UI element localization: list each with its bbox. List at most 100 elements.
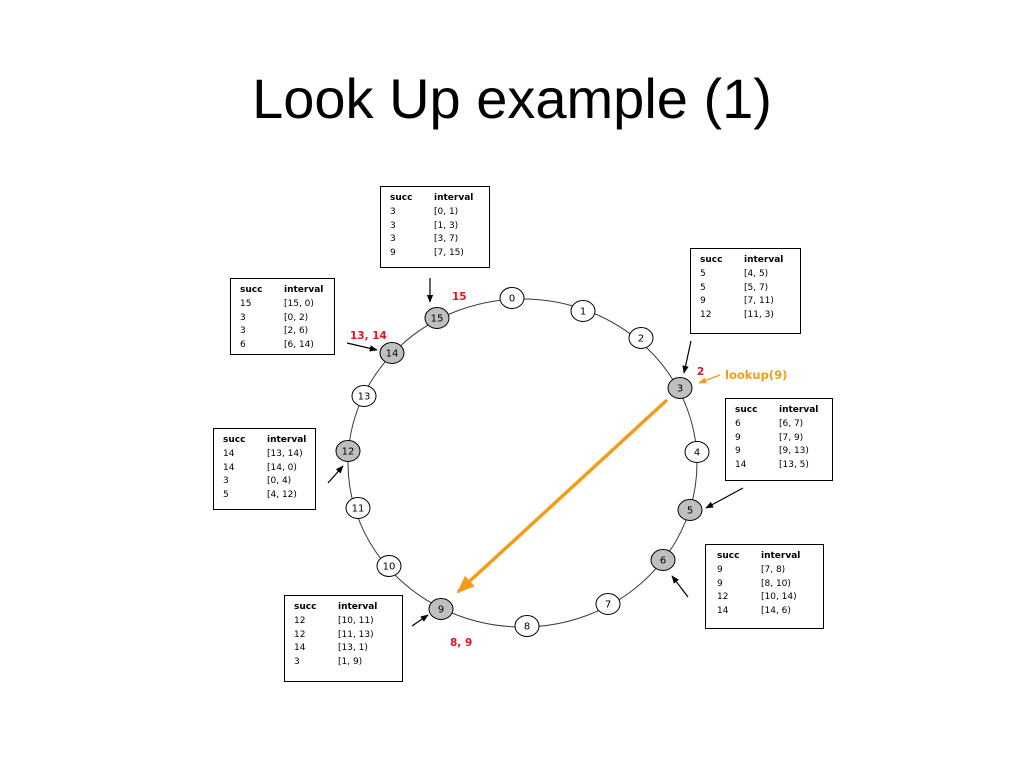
ring-node-1: 1: [570, 300, 596, 322]
key-label-node-15: 15: [452, 291, 467, 303]
succ-cell: 14: [223, 448, 235, 459]
ring-node-13: 13: [351, 385, 377, 407]
node-label: 7: [605, 600, 611, 611]
pointer-arrow-node-6: [671, 575, 689, 598]
node-label: 12: [342, 447, 355, 458]
finger-table-row: 9[9, 13): [735, 445, 832, 459]
node-label: 9: [438, 605, 444, 616]
succ-cell: 3: [390, 234, 396, 245]
interval-cell: [10, 11): [338, 615, 374, 626]
node-circle: [345, 497, 371, 519]
interval-cell: [0, 2): [284, 312, 309, 323]
node-circle: [424, 307, 450, 329]
interval-cell: [10, 14): [761, 592, 797, 603]
interval-cell: [1, 3): [434, 220, 459, 231]
key-label-node-14: 13, 14: [350, 330, 387, 342]
node-circle: [684, 441, 710, 463]
succ-header: succ: [294, 602, 317, 612]
finger-table-row: 3 [0, 1): [390, 206, 489, 220]
succ-cell: 14: [223, 462, 235, 473]
interval-cell: [3, 7): [434, 234, 459, 245]
succ-cell: 12: [294, 615, 306, 626]
interval-cell: [13, 14): [267, 448, 303, 459]
interval-cell: [1, 9): [338, 657, 363, 668]
interval-cell: [11, 13): [338, 629, 374, 640]
node-circle: [376, 555, 402, 577]
finger-table-row: 14[14, 0): [223, 462, 315, 476]
interval-cell: [4, 12): [267, 490, 297, 501]
ring-node-10: 10: [376, 555, 402, 577]
interval-cell: [13, 5): [779, 460, 809, 471]
succ-cell: 9: [717, 578, 723, 589]
ring-node-3: 3: [667, 377, 693, 399]
succ-cell: 3: [240, 326, 246, 337]
finger-table-row: 5 [4, 5): [700, 268, 800, 282]
node-circle: [650, 549, 676, 571]
succ-cell: 6: [735, 418, 741, 429]
succ-cell: 14: [294, 643, 306, 654]
succ-cell: 5: [700, 268, 706, 279]
finger-table-row: 9[7, 15): [390, 247, 489, 261]
key-label-node-3: 2: [697, 366, 704, 378]
interval-cell: [8, 10): [761, 578, 791, 589]
pointer-arrow-node-12: [327, 465, 344, 484]
finger-table-row: 3 [3, 7): [390, 233, 489, 247]
interval-cell: [0, 4): [267, 476, 292, 487]
interval-cell: [11, 3): [744, 310, 774, 321]
interval-header: interval: [744, 255, 784, 265]
interval-cell: [4, 5): [744, 268, 769, 279]
node-label: 4: [694, 448, 700, 459]
ring-node-12: 12: [335, 440, 361, 462]
succ-header: succ: [390, 193, 413, 203]
succ-cell: 5: [223, 490, 229, 501]
finger-table-row: 5 [5, 7): [700, 282, 800, 296]
succ-cell: 3: [240, 312, 246, 323]
succ-cell: 14: [717, 606, 729, 617]
lookup-route-arrow: [456, 398, 669, 594]
succ-cell: 3: [223, 476, 229, 487]
interval-cell: [0, 1): [434, 206, 459, 217]
node-label: 10: [383, 562, 396, 573]
slide-title: Look Up example (1): [252, 67, 772, 130]
succ-cell: 12: [717, 592, 729, 603]
finger-table-row: 3 [1, 9): [294, 656, 402, 670]
node-circle: [499, 287, 525, 309]
succ-cell: 3: [294, 657, 300, 668]
succ-cell: 3: [390, 206, 396, 217]
interval-header: interval: [434, 193, 474, 203]
pointer-arrow-node-5: [705, 487, 744, 509]
node-circle: [628, 327, 654, 349]
pointer-arrow-node-3: [682, 340, 692, 374]
interval-header: interval: [267, 435, 307, 445]
interval-cell: [5, 7): [744, 282, 769, 293]
succ-cell: 9: [717, 564, 723, 575]
node-circle: [379, 342, 405, 364]
succ-cell: 12: [700, 310, 712, 321]
node-label: 8: [524, 622, 530, 633]
finger-table-row: 9 [8, 10): [717, 578, 823, 592]
node-circle: [514, 615, 540, 637]
interval-cell: [13, 1): [338, 643, 368, 654]
succ-cell: 5: [700, 282, 706, 293]
interval-header: interval: [779, 405, 819, 415]
succ-cell: 6: [240, 340, 246, 351]
lookup-start-arrow: [698, 374, 721, 384]
succ-cell: 9: [700, 296, 706, 307]
node-circle: [570, 300, 596, 322]
node-label: 11: [352, 504, 365, 515]
node-circle: [428, 598, 454, 620]
ring-node-9: 9: [428, 598, 454, 620]
interval-cell: [7, 15): [434, 248, 464, 259]
